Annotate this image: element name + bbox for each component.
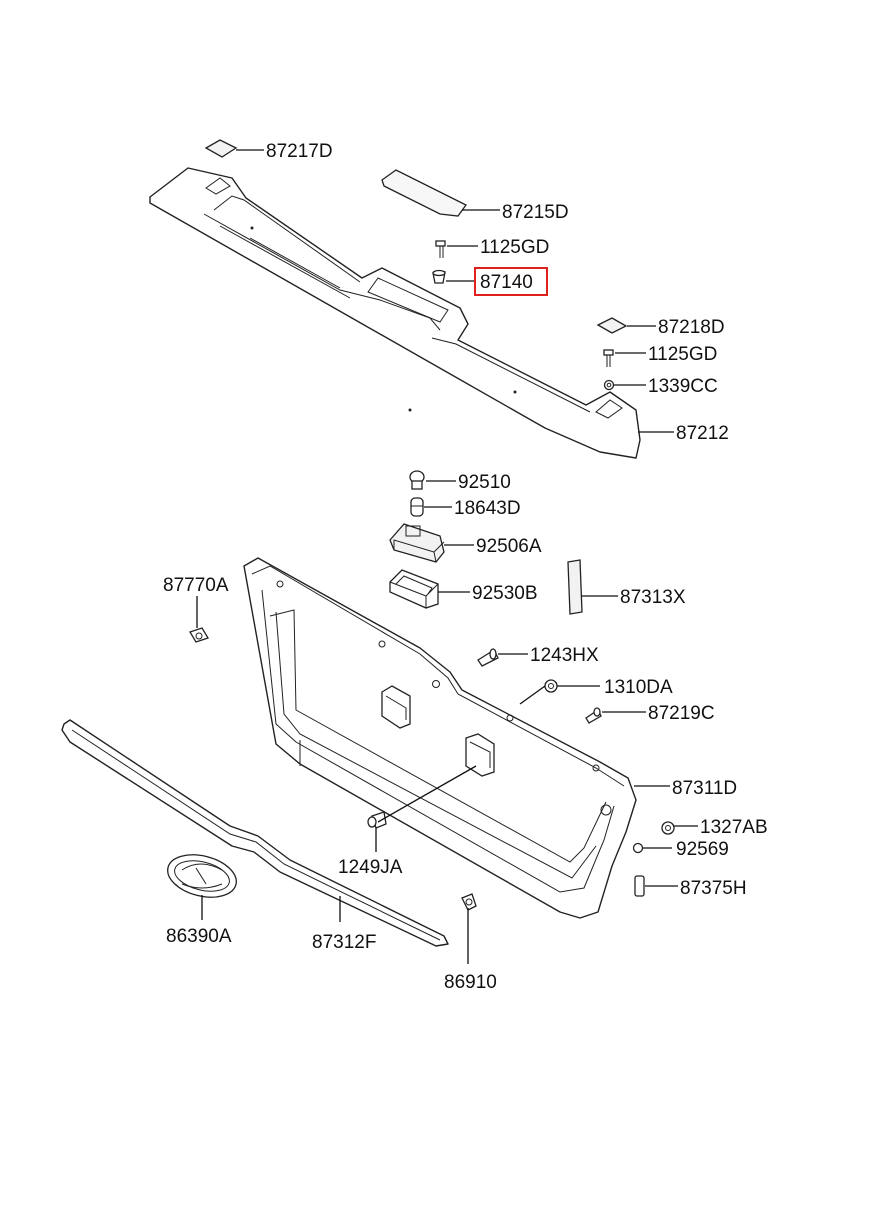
label-1125GD-upper: 1125GD — [480, 237, 549, 258]
label-1339CC: 1339CC — [648, 376, 718, 397]
moulding-87312F-shape — [61, 719, 449, 947]
garnish-87212-shape — [149, 167, 641, 459]
emblem-86390A-shape — [167, 854, 237, 898]
clip-86910-shape — [461, 893, 477, 911]
label-1327AB: 1327AB — [700, 817, 768, 838]
leader-lines — [196, 149, 698, 964]
label-87375H: 87375H — [680, 878, 747, 899]
lens-92530B-shape — [389, 569, 439, 609]
washer-92569-shape — [632, 842, 644, 854]
label-1249JA: 1249JA — [338, 857, 403, 878]
highlight-box-87140 — [474, 267, 548, 296]
screw-1243HX-shape — [477, 648, 499, 667]
bolt-1125GD-b-shape — [603, 349, 614, 367]
label-92506A: 92506A — [476, 536, 542, 557]
label-87218D: 87218D — [658, 317, 725, 338]
pad-87218D-shape — [596, 317, 628, 334]
label-92530B: 92530B — [472, 583, 538, 604]
bulb-92510-shape — [409, 470, 425, 490]
label-92569: 92569 — [676, 839, 729, 860]
label-86910: 86910 — [444, 972, 497, 993]
label-87215D: 87215D — [502, 202, 569, 223]
label-92510: 92510 — [458, 472, 511, 493]
clip-87770A-shape — [189, 627, 209, 643]
bolt-1125GD-a-shape — [435, 240, 446, 258]
pad-87375H-shape — [634, 875, 645, 897]
strip-87215D-shape — [381, 169, 467, 217]
label-86390A: 86390A — [166, 926, 232, 947]
label-87212: 87212 — [676, 423, 729, 444]
label-87140[interactable]: 87140 — [480, 272, 533, 293]
pad-87217D-shape — [204, 139, 238, 158]
label-87217D: 87217D — [266, 141, 333, 162]
label-1243HX: 1243HX — [530, 645, 599, 666]
nut-1310DA-shape — [544, 679, 558, 693]
label-87219C: 87219C — [648, 703, 715, 724]
label-87311D: 87311D — [672, 778, 737, 799]
label-18643D: 18643D — [454, 498, 521, 519]
clip-87140-shape — [432, 269, 446, 284]
screw-87219C-shape — [585, 707, 602, 724]
label-87770A: 87770A — [163, 575, 229, 596]
screw-1249JA-shape — [367, 811, 387, 829]
label-1125GD-lower: 1125GD — [648, 344, 717, 365]
lamp-92506A-shape — [389, 523, 445, 563]
nut-1339CC-shape — [603, 379, 615, 391]
label-1310DA: 1310DA — [604, 677, 673, 698]
panel-87311D-shape — [243, 557, 637, 919]
strip-87313X-shape — [567, 559, 583, 615]
label-87312F: 87312F — [312, 932, 376, 953]
label-87313X: 87313X — [620, 587, 686, 608]
bulb-18643D-shape — [410, 497, 424, 517]
nut-1327AB-shape — [661, 821, 675, 835]
